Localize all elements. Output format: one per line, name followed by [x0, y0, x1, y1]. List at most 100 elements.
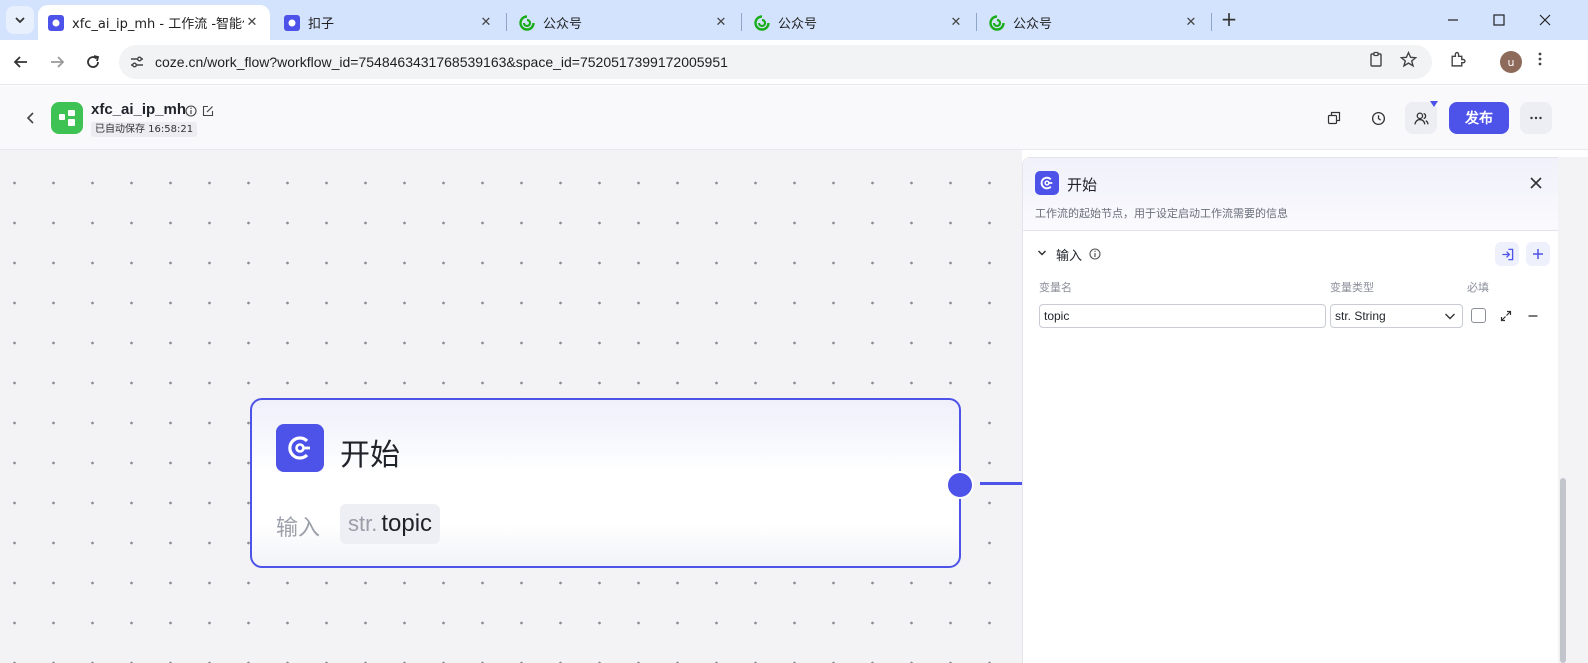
- maximize-icon: [1493, 14, 1505, 26]
- col-header-required: 必填: [1467, 281, 1489, 294]
- col-header-type: 变量类型: [1330, 281, 1374, 294]
- chevron-left-icon: [26, 112, 34, 124]
- arrow-left-icon: [13, 56, 27, 68]
- panel-close-button[interactable]: [1525, 172, 1547, 194]
- tab-separator: [976, 13, 977, 31]
- panel-description: 工作流的起始节点，用于设定启动工作流需要的信息: [1035, 207, 1288, 220]
- variable-type-value: str. String: [1335, 309, 1386, 323]
- forward-button[interactable]: [44, 49, 70, 75]
- workflow-canvas[interactable]: 开始 输入 str. topic: [0, 150, 1022, 663]
- close-icon[interactable]: ✕: [480, 15, 492, 30]
- tab-title: xfc_ai_ip_mh - 工作流 -智能体: [72, 17, 244, 32]
- minus-icon: [1528, 315, 1538, 317]
- close-icon[interactable]: ✕: [715, 15, 727, 30]
- close-icon[interactable]: ✕: [246, 15, 258, 30]
- extensions-icon[interactable]: [1447, 49, 1467, 69]
- chevron-down-icon: [15, 17, 25, 24]
- tab-title: 扣子: [308, 17, 335, 32]
- node-input-label: 输入: [276, 516, 321, 541]
- coze-icon: [48, 14, 64, 31]
- panel-header: 开始 工作流的起始节点，用于设定启动工作流需要的信息: [1023, 158, 1558, 231]
- workflow-name: xfc_ai_ip_mh: [91, 101, 187, 118]
- param-name: topic: [381, 510, 433, 537]
- autosave-status: 已自动保存 16:58:21: [91, 122, 198, 137]
- back-button[interactable]: [20, 107, 42, 129]
- tab-separator: [741, 13, 742, 31]
- reload-icon: [87, 55, 100, 68]
- new-tab-button[interactable]: +: [1220, 7, 1238, 31]
- add-variable-button[interactable]: [1526, 242, 1550, 266]
- import-icon: [1501, 248, 1513, 260]
- section-collapse-toggle[interactable]: [1035, 246, 1049, 260]
- workflow-logo: [51, 102, 83, 134]
- workflow-icon: [59, 110, 75, 126]
- start-icon: [1040, 176, 1053, 190]
- wechat-mp-icon: [989, 14, 1005, 31]
- maximize-button[interactable]: [1476, 0, 1522, 40]
- site-settings-icon[interactable]: [127, 54, 147, 70]
- edit-icon[interactable]: [201, 104, 215, 118]
- tab-title: 公众号: [1013, 17, 1053, 32]
- browser-tab-strip: xfc_ai_ip_mh - 工作流 -智能体 ✕ 扣子 ✕ 公众号 ✕ 公众号…: [0, 0, 1588, 40]
- input-section-title: 输入: [1056, 249, 1083, 264]
- node-settings-panel: 开始 工作流的起始节点，用于设定启动工作流需要的信息 输入 变量名 变量类型 必…: [1022, 157, 1558, 663]
- chevron-down-icon: [1037, 250, 1047, 256]
- browser-menu-icon[interactable]: [1530, 49, 1550, 69]
- profile-avatar[interactable]: u: [1500, 51, 1522, 73]
- browser-toolbar: coze.cn/work_flow?workflow_id=7548463431…: [0, 40, 1588, 85]
- browser-tab-4[interactable]: 公众号 ✕: [744, 5, 974, 40]
- tab-title: 公众号: [543, 17, 583, 32]
- wechat-mp-icon: [754, 14, 770, 31]
- minimize-button[interactable]: [1430, 0, 1476, 40]
- bookmark-star-icon[interactable]: [1398, 49, 1418, 69]
- close-icon[interactable]: ✕: [1185, 15, 1197, 30]
- premium-badge-icon: [1430, 101, 1438, 107]
- back-button[interactable]: [8, 49, 34, 75]
- copy-icon: [1327, 111, 1341, 125]
- more-button[interactable]: [1520, 102, 1552, 134]
- close-icon: [1539, 14, 1551, 26]
- browser-tab-3[interactable]: 公众号 ✕: [509, 5, 739, 40]
- close-icon[interactable]: ✕: [950, 15, 962, 30]
- scrollbar-thumb[interactable]: [1560, 478, 1566, 663]
- info-icon[interactable]: [1088, 247, 1101, 260]
- node-output-port[interactable]: [946, 471, 974, 499]
- copy-button[interactable]: [1318, 102, 1350, 134]
- url-text: coze.cn/work_flow?workflow_id=7548463431…: [155, 54, 728, 70]
- param-type: str.: [348, 511, 378, 536]
- browser-tab-5[interactable]: 公众号 ✕: [979, 5, 1209, 40]
- variable-type-select[interactable]: str. String: [1330, 304, 1463, 328]
- connection-edge: [980, 482, 1022, 485]
- start-node-title: 开始: [340, 438, 400, 473]
- start-node[interactable]: 开始 输入 str. topic: [250, 398, 961, 568]
- start-node-icon: [276, 424, 324, 472]
- publish-button[interactable]: 发布: [1449, 102, 1509, 134]
- more-icon: [1530, 116, 1542, 120]
- import-button[interactable]: [1495, 242, 1519, 266]
- coze-icon: [284, 14, 300, 31]
- browser-tab-1[interactable]: xfc_ai_ip_mh - 工作流 -智能体 ✕: [38, 5, 270, 40]
- start-icon: [288, 436, 310, 460]
- app-header: xfc_ai_ip_mh 已自动保存 16:58:21 发布: [0, 86, 1588, 150]
- chevron-down-icon: [1445, 313, 1455, 320]
- variable-name-input[interactable]: topic: [1039, 304, 1326, 328]
- browser-tab-2[interactable]: 扣子 ✕: [274, 5, 504, 40]
- collaborate-button[interactable]: [1405, 102, 1437, 134]
- users-icon: [1413, 112, 1429, 124]
- address-bar[interactable]: coze.cn/work_flow?workflow_id=7548463431…: [119, 45, 1432, 79]
- remove-variable-button[interactable]: [1525, 308, 1541, 324]
- history-button[interactable]: [1362, 102, 1394, 134]
- close-icon: [1530, 177, 1542, 189]
- expand-button[interactable]: [1498, 308, 1514, 324]
- tab-search-button[interactable]: [6, 6, 34, 34]
- reload-button[interactable]: [80, 49, 106, 75]
- info-icon[interactable]: [184, 104, 198, 118]
- tab-separator: [1211, 13, 1212, 31]
- window-close-button[interactable]: [1522, 0, 1568, 40]
- node-param-tag: str. topic: [340, 504, 441, 544]
- clipboard-icon[interactable]: [1366, 49, 1386, 69]
- arrow-right-icon: [51, 56, 65, 68]
- wechat-mp-icon: [519, 14, 535, 31]
- required-checkbox[interactable]: [1471, 308, 1486, 323]
- plus-icon: [1533, 249, 1543, 259]
